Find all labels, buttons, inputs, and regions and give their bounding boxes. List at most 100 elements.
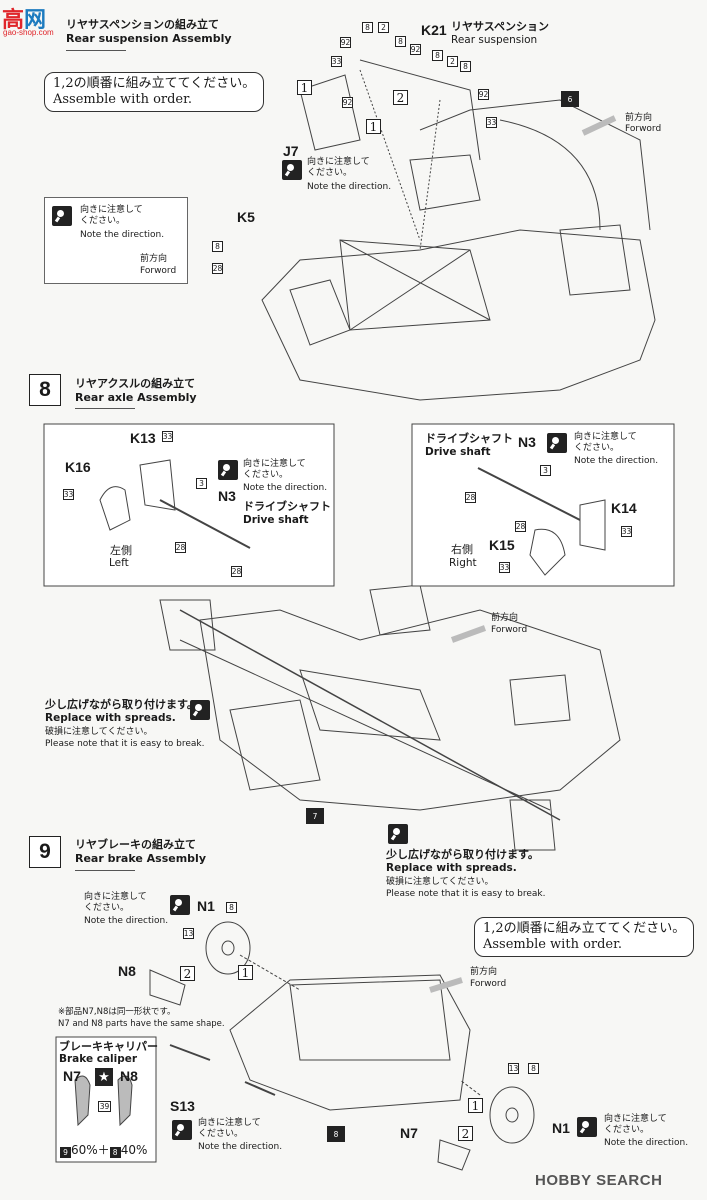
forward-en-7: Forword — [625, 124, 662, 134]
break-jp-right: 破損に注意してください。 — [386, 877, 494, 887]
k16-label: K16 — [65, 459, 91, 475]
ref-part-8: 8 — [327, 1126, 345, 1142]
left-en: Left — [109, 557, 129, 569]
part-92b: 92 — [410, 44, 421, 55]
right-en: Right — [449, 557, 477, 569]
n3-right-direction-jp: 向きに注意して ください。 — [574, 432, 637, 453]
order-1b: 1 — [366, 119, 381, 134]
step9-disc-left — [205, 921, 251, 975]
spread-en-left: Replace with spreads. — [45, 712, 176, 724]
order-1-left: 1 — [238, 965, 253, 980]
part-33-k14: 33 — [621, 526, 632, 537]
step9-number: 9 — [29, 836, 61, 868]
step9-disc-right — [489, 1086, 535, 1144]
left-jp: 左側 — [110, 544, 132, 557]
shape-note-en: N7 and N8 parts have the same shape. — [58, 1019, 225, 1029]
caliper-n7 — [437, 1139, 471, 1171]
break-jp-left: 破損に注意してください。 — [45, 727, 153, 737]
part-33-k16: 33 — [63, 489, 74, 500]
part-8d: 8 — [460, 61, 471, 72]
j7-direction-en: Note the direction. — [307, 182, 392, 192]
caliper-n8 — [149, 969, 186, 1006]
part-92c: 92 — [478, 89, 489, 100]
step9-rule — [75, 870, 135, 871]
part-28-right-b: 28 — [515, 521, 526, 532]
n7-label-caliper: N7 — [63, 1068, 81, 1084]
drive-shaft-jp-right: ドライブシャフト — [425, 432, 513, 445]
k5-forward-jp: 前方向 — [140, 254, 168, 264]
step7-k21-arm — [359, 59, 481, 161]
s13-label: S13 — [170, 1098, 195, 1114]
order-2: 2 — [393, 90, 408, 105]
watermark-url: gao-shop.com — [3, 28, 54, 37]
paint-9: 9 — [60, 1147, 71, 1158]
order-1-right: 1 — [468, 1098, 483, 1113]
caliper-jp: ブレーキキャリパー — [59, 1040, 158, 1053]
part-8: 8 — [362, 22, 373, 33]
n1-label-right: N1 — [552, 1120, 570, 1136]
step8-right-hub — [509, 799, 556, 851]
n1-left-direction-jp: 向きに注意して ください。 — [84, 892, 147, 913]
attention-icon-n1-right — [577, 1117, 597, 1137]
step8-axle-frame — [299, 669, 441, 741]
k14-label: K14 — [611, 500, 637, 516]
s13-direction-en: Note the direction. — [198, 1142, 283, 1152]
n3-left-direction-jp: 向きに注意して ください。 — [243, 459, 306, 480]
part-92d: 92 — [342, 97, 353, 108]
step7-rule — [66, 50, 126, 51]
forward-jp-9: 前方向 — [470, 967, 498, 977]
left-upright — [99, 486, 131, 531]
drive-shaft-en-left: Drive shaft — [243, 514, 309, 526]
k21-label: K21 — [421, 22, 447, 38]
part-33b: 33 — [486, 117, 497, 128]
part-28-left-b: 28 — [231, 566, 242, 577]
s13-direction-jp: 向きに注意して ください。 — [198, 1118, 261, 1139]
break-en-right: Please note that it is easy to break. — [386, 889, 546, 899]
order-1a: 1 — [297, 80, 312, 95]
k15-label: K15 — [489, 537, 515, 553]
part-28-k5: 28 — [212, 263, 223, 274]
k5-direction-jp: 向きに注意して ください。 — [80, 205, 143, 226]
part-2b: 2 — [447, 56, 458, 67]
n1-right-direction-en: Note the direction. — [604, 1138, 689, 1148]
right-upright — [529, 528, 566, 576]
k21-name-en: Rear suspension — [451, 34, 538, 46]
k5-forward-en: Forword — [140, 266, 177, 276]
n8-label-caliper: N8 — [120, 1068, 138, 1084]
forward-en-8: Forword — [491, 625, 528, 635]
n3-label-right: N3 — [518, 434, 536, 450]
step7-chassis-outline — [261, 229, 656, 401]
right-jp: 右側 — [451, 543, 473, 556]
attention-icon-s13 — [172, 1120, 192, 1140]
part-28-left: 28 — [175, 542, 186, 553]
part-28-right: 28 — [465, 492, 476, 503]
part-92: 92 — [340, 37, 351, 48]
step8-rule — [75, 408, 135, 409]
step7-arm-j7 — [299, 74, 361, 151]
break-en-left: Please note that it is easy to break. — [45, 739, 205, 749]
k5-direction-en: Note the direction. — [80, 230, 165, 240]
caliper-en: Brake caliper — [59, 1053, 138, 1065]
attention-icon-k5 — [52, 206, 72, 226]
step8-left-hub — [159, 599, 216, 651]
k21-name-jp: リヤサスペンション — [451, 20, 550, 33]
step9-title: リヤブレーキの組み立て Rear brake Assembly — [75, 838, 206, 865]
part-3-right: 3 — [540, 465, 551, 476]
step7-radiator-left — [409, 154, 481, 211]
n8-label: N8 — [118, 963, 136, 979]
forward-jp-7: 前方向 — [625, 113, 653, 123]
spread-en-right: Replace with spreads. — [386, 862, 517, 874]
n7-label: N7 — [400, 1125, 418, 1141]
step8-right-callout — [411, 423, 675, 587]
step7-order-note: 1,2の順番に組み立ててください。 Assemble with order. — [44, 72, 265, 112]
drive-shaft-en-right: Drive shaft — [425, 446, 491, 458]
part-13-n1-right: 13 — [508, 1063, 519, 1074]
step7-radiator-right — [559, 224, 631, 296]
n3-left-direction-en: Note the direction. — [243, 483, 328, 493]
k5-label: K5 — [237, 209, 255, 225]
attention-icon-n1-left — [170, 895, 190, 915]
caliper-callout-box — [55, 1036, 157, 1163]
attention-icon-n3-left — [218, 460, 238, 480]
spread-jp-left: 少し広げながら取り付けます。 — [45, 698, 198, 711]
